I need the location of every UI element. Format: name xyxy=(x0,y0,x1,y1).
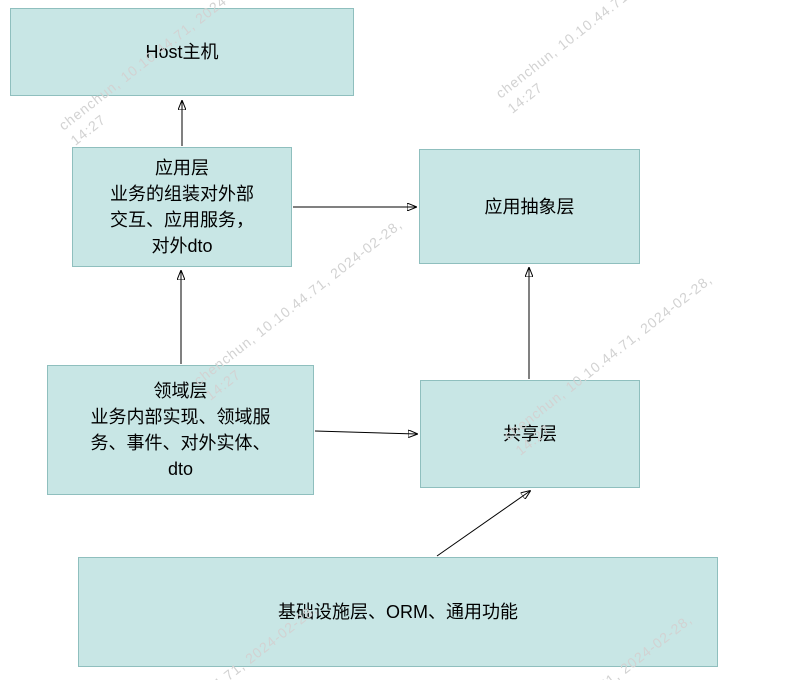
node-domain-layer-line: 业务内部实现、领域服 xyxy=(90,407,271,427)
node-application-layer-line: 业务的组装对外部 xyxy=(110,184,254,204)
node-infrastructure-layer-label: 基础设施层、ORM、通用功能 xyxy=(278,602,518,622)
watermark: chenchun, 10.10.44.71, 2024-02-28, 14:27 xyxy=(492,0,720,118)
node-shared-layer: 共享层 xyxy=(420,380,640,488)
node-application-layer-line: 交互、应用服务， xyxy=(110,210,254,230)
node-application-layer-line: 应用层 xyxy=(155,158,209,178)
node-application-layer: 应用层 业务的组装对外部 交互、应用服务， 对外dto xyxy=(72,147,292,267)
node-domain-layer-line: 领域层 xyxy=(153,381,208,401)
node-host: Host主机 xyxy=(10,8,354,96)
node-application-abstract-layer-label: 应用抽象层 xyxy=(484,196,575,217)
node-domain-layer-line: dto xyxy=(167,459,194,479)
watermark-text: chenchun, 10.10.44.71, 2024-02-28, xyxy=(492,0,708,102)
node-host-label: Host主机 xyxy=(145,42,219,62)
watermark-time: 14:27 xyxy=(504,79,546,117)
node-application-abstract-layer: 应用抽象层 xyxy=(419,149,640,264)
node-infrastructure-layer: 基础设施层、ORM、通用功能 xyxy=(78,557,718,667)
node-domain-layer-line: 务、事件、对外实体、 xyxy=(90,433,271,453)
node-application-layer-line: 对外dto xyxy=(151,236,213,256)
arrow-infra-to-shared xyxy=(436,491,530,557)
node-domain-layer: 领域层 业务内部实现、领域服 务、事件、对外实体、 dto xyxy=(47,365,314,495)
arrow-domain-to-shared xyxy=(314,431,417,434)
node-shared-layer-label: 共享层 xyxy=(503,424,557,444)
